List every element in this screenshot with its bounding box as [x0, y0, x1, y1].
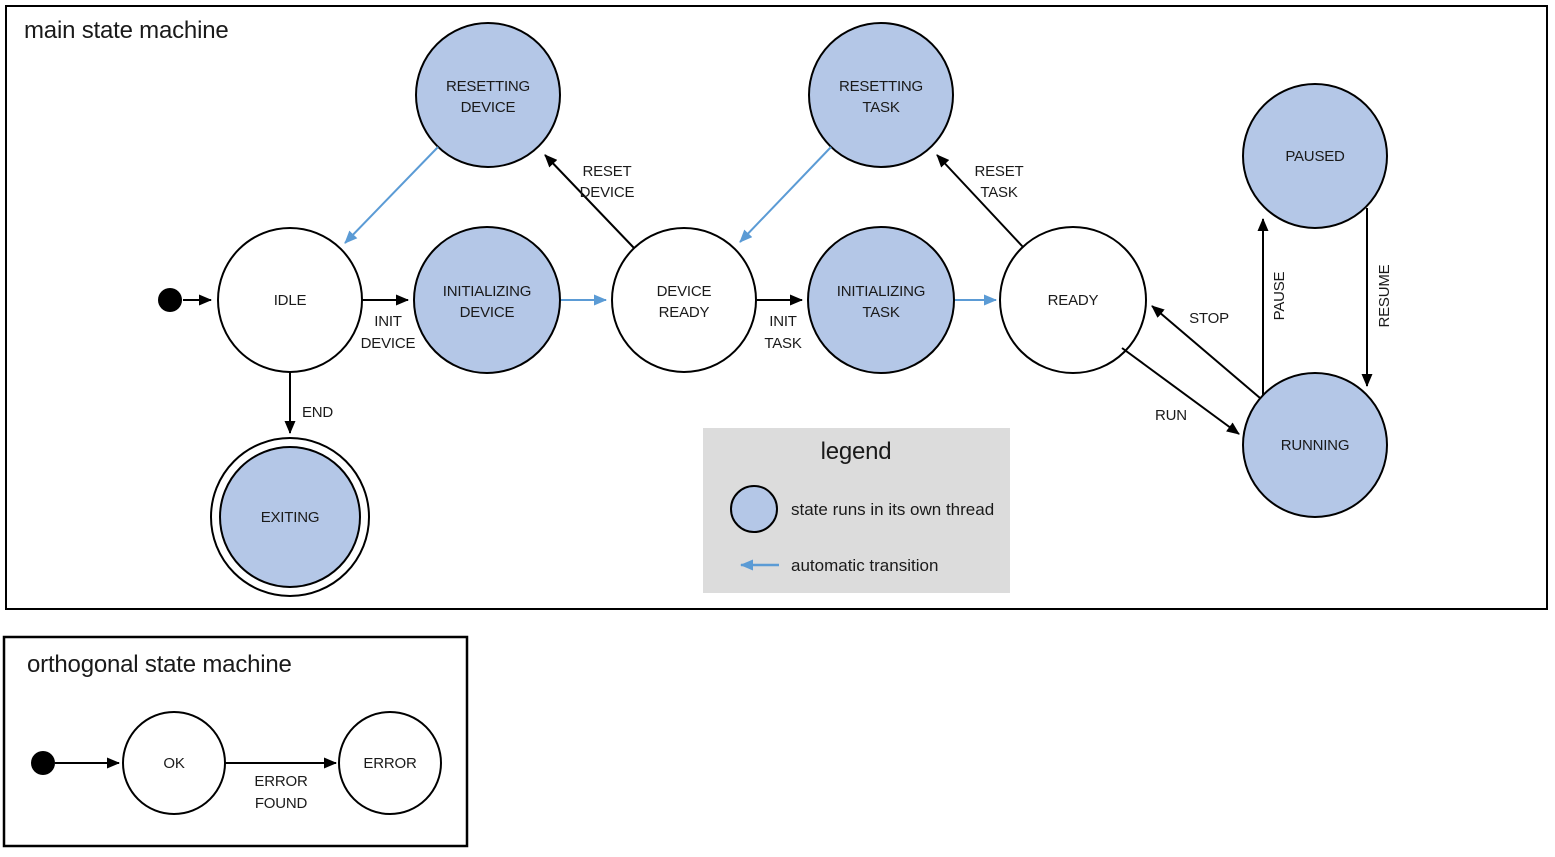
state-error: ERROR [338, 711, 442, 815]
state-resetting-task: RESETTING TASK [808, 22, 954, 168]
auto-transition-resetting-device-to-idle-arrow [344, 146, 439, 244]
transition-stop: STOP [1151, 305, 1261, 399]
state-ok-label: OK [163, 755, 184, 772]
initial-state-dot [158, 288, 182, 312]
transition-run: RUN [1121, 347, 1240, 435]
state-running: RUNNING [1242, 372, 1388, 518]
state-error-label: ERROR [363, 755, 417, 772]
state-resetting-device-label-line1: RESETTING [446, 78, 530, 95]
state-resetting-task-label-line1: RESETTING [839, 78, 923, 95]
state-initializing-device-label-line2: DEVICE [460, 304, 515, 321]
state-paused: PAUSED [1242, 83, 1388, 229]
state-device-ready-circle [611, 227, 757, 373]
transition-stop-label: STOP [1189, 310, 1229, 327]
transition-init-task: INIT TASK [757, 294, 803, 352]
state-paused-label: PAUSED [1285, 148, 1345, 165]
legend-auto-transition-label: automatic transition [791, 556, 938, 575]
transition-resume: RESUME [1361, 208, 1393, 387]
state-error-circle [338, 711, 442, 815]
state-resetting-task-label-line2: TASK [862, 99, 899, 116]
transition-reset-task-label-line1: RESET [974, 163, 1023, 180]
state-ready-label: READY [1048, 292, 1099, 309]
state-initializing-task: INITIALIZING TASK [807, 226, 955, 374]
legend: legend state runs in its own thread auto… [703, 428, 1010, 593]
state-initializing-device-circle [413, 226, 561, 374]
state-idle: IDLE [217, 227, 363, 373]
transition-end: END [284, 372, 334, 434]
transition-init-task-label-line1: INIT [769, 313, 797, 330]
legend-threaded-state-icon [730, 485, 778, 533]
state-initializing-task-circle [807, 226, 955, 374]
orthogonal-state-machine: orthogonal state machine OK ERROR FOUND … [2, 635, 469, 848]
transition-stop-arrow [1151, 305, 1261, 399]
main-machine-title: main state machine [24, 17, 229, 44]
orthogonal-initial-state-dot [31, 751, 55, 775]
state-running-label: RUNNING [1281, 437, 1350, 454]
transition-error-found: ERROR FOUND [225, 757, 337, 812]
state-resetting-device-circle [415, 22, 561, 168]
state-device-ready-label-line2: READY [659, 304, 710, 321]
transition-init-device-label-line2: DEVICE [361, 335, 416, 352]
main-state-machine: main state machine IDLE INITIALIZING DEV… [5, 5, 1548, 610]
transition-reset-task-label-line2: TASK [980, 184, 1017, 201]
state-ready-circle [999, 226, 1147, 374]
state-idle-label: IDLE [274, 292, 307, 309]
state-initializing-task-label-line2: TASK [862, 304, 899, 321]
state-paused-circle [1242, 83, 1388, 229]
transition-reset-device-arrow [544, 154, 635, 249]
state-ok: OK [122, 711, 226, 815]
state-initializing-task-label-line1: INITIALIZING [837, 283, 925, 300]
transition-error-found-label-line1: ERROR [254, 773, 308, 790]
transition-pause: PAUSE [1257, 218, 1288, 395]
transition-init-device-label-line1: INIT [374, 313, 402, 330]
legend-threaded-state-label: state runs in its own thread [791, 500, 994, 519]
state-initializing-device: INITIALIZING DEVICE [413, 226, 561, 374]
state-running-circle [1242, 372, 1388, 518]
transition-end-label: END [302, 404, 333, 421]
legend-title: legend [821, 438, 892, 465]
transition-init-device: INIT DEVICE [361, 294, 416, 352]
state-exiting-inner-circle [219, 446, 361, 588]
auto-transition-resetting-task-to-device-ready-arrow [739, 146, 832, 243]
transition-run-label: RUN [1155, 407, 1187, 424]
state-resetting-task-circle [808, 22, 954, 168]
state-initializing-device-label-line1: INITIALIZING [443, 283, 531, 300]
transition-resume-label: RESUME [1376, 264, 1393, 327]
transition-pause-label: PAUSE [1271, 271, 1288, 320]
state-resetting-device: RESETTING DEVICE [415, 22, 561, 168]
transition-reset-task: RESET TASK [936, 154, 1024, 248]
transition-reset-device-label-line2: DEVICE [580, 184, 635, 201]
transition-run-arrow [1121, 347, 1240, 435]
state-exiting-label: EXITING [261, 509, 320, 526]
orthogonal-machine-title: orthogonal state machine [27, 651, 292, 678]
state-device-ready-label-line1: DEVICE [657, 283, 712, 300]
state-exiting: EXITING [210, 437, 370, 597]
transition-reset-task-arrow [936, 154, 1024, 248]
state-ready: READY [999, 226, 1147, 374]
transition-reset-device: RESET DEVICE [544, 154, 635, 249]
transition-reset-device-label-line1: RESET [582, 163, 631, 180]
state-resetting-device-label-line2: DEVICE [461, 99, 516, 116]
transition-error-found-label-line2: FOUND [255, 795, 308, 812]
transition-init-task-label-line2: TASK [764, 335, 801, 352]
state-device-ready: DEVICE READY [611, 227, 757, 373]
